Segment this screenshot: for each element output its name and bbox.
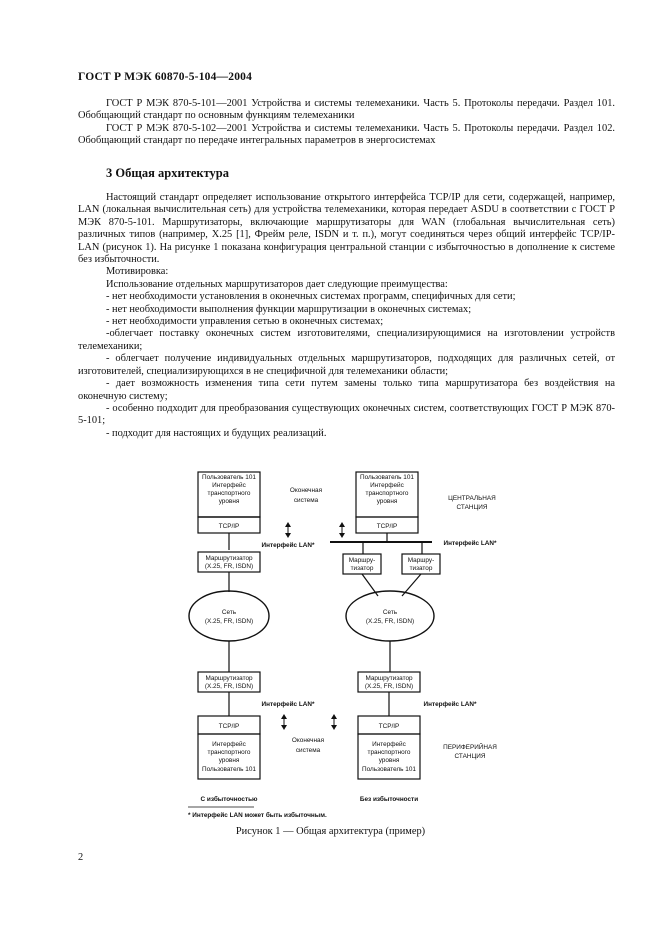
left-network-ellipse	[188, 590, 270, 642]
end-system-label: система	[296, 747, 321, 754]
lan-interface-label: Интерфейс LAN*	[262, 541, 315, 549]
lan-interface-label: Интерфейс LAN*	[424, 700, 477, 708]
interface-label: Интерфейс	[370, 481, 404, 489]
references: ГОСТ Р МЭК 870-5-101—2001 Устройства и с…	[78, 98, 615, 148]
document-header: ГОСТ Р МЭК 60870-5-104—2004	[78, 71, 253, 83]
interface-label: уровня	[219, 498, 240, 505]
router-label: тизатор	[410, 565, 433, 572]
end-system-label: Оконечная	[292, 737, 325, 744]
tcpip-label: TCP/IP	[219, 523, 240, 530]
peripheral-station-label: СТАНЦИЯ	[455, 753, 486, 760]
router-label: Маршрутизатор	[205, 675, 253, 682]
advantage-item: - дает возможность изменения типа сети п…	[78, 378, 615, 402]
interface-label: транспортного	[366, 490, 409, 497]
router-label: Маршрутизатор	[365, 675, 413, 682]
section-body: Настоящий стандарт определяет использова…	[78, 192, 615, 440]
right-network-ellipse	[345, 590, 435, 642]
interface-label: транспортного	[368, 749, 411, 756]
user-label: Пользователь 101	[362, 766, 416, 773]
router-label: тизатор	[351, 565, 374, 572]
central-station-label: СТАНЦИЯ	[457, 504, 488, 511]
user-label: Пользователь 101	[202, 474, 256, 481]
page-number: 2	[78, 852, 84, 863]
tcpip-label: TCP/IP	[379, 723, 400, 730]
router-label: (X.25, FR, ISDN)	[205, 563, 253, 570]
router-label: Маршру-	[408, 557, 434, 564]
advantage-item: -облегчает поставку оконечных систем изг…	[78, 328, 615, 352]
end-system-label: Оконечная	[290, 487, 323, 494]
lan-interface-label: Интерфейс LAN*	[262, 700, 315, 708]
interface-label: уровня	[379, 757, 400, 764]
advantages-intro: Использование отдельных маршрутизаторов …	[106, 278, 448, 290]
intro-paragraph: Настоящий стандарт определяет использова…	[78, 192, 615, 266]
interface-label: Интерфейс	[372, 740, 406, 748]
interface-label: уровня	[377, 498, 398, 505]
router-label: (X.25, FR, ISDN)	[205, 683, 253, 690]
reference-item: ГОСТ Р МЭК 870-5-101—2001 Устройства и с…	[78, 98, 615, 122]
advantage-item: - нет необходимости выполнения функции м…	[106, 303, 472, 315]
figure-footnote: * Интерфейс LAN может быть избыточным.	[188, 811, 327, 819]
figure-caption: Рисунок 1 — Общая архитектура (пример)	[235, 826, 426, 837]
with-redundancy-label: С избыточностью	[201, 795, 259, 803]
advantage-item: - нет необходимости управления сетью в о…	[106, 316, 384, 328]
advantage-item: - нет необходимости установления в оконе…	[106, 291, 516, 303]
network-label: (X.25, FR, ISDN)	[366, 618, 414, 625]
peripheral-station-label: ПЕРИФЕРИЙНАЯ	[443, 742, 497, 751]
interface-label: Интерфейс	[212, 740, 246, 748]
advantage-item: - подходит для настоящих и будущих реали…	[106, 427, 327, 439]
user-label: Пользователь 101	[360, 474, 414, 481]
router-label: (X.25, FR, ISDN)	[365, 683, 413, 690]
advantage-item: - облегчает получение индивидуальных отд…	[78, 353, 615, 377]
interface-label: уровня	[219, 757, 240, 764]
interface-label: транспортного	[208, 490, 251, 497]
router-label: Маршру-	[349, 557, 375, 564]
interface-label: Интерфейс	[212, 481, 246, 489]
tcpip-label: TCP/IP	[377, 523, 398, 530]
tcpip-label: TCP/IP	[219, 723, 240, 730]
central-station-label: ЦЕНТРАЛЬНАЯ	[448, 495, 496, 502]
network-label: (X.25, FR, ISDN)	[205, 618, 253, 625]
end-system-label: система	[294, 497, 319, 504]
section-title: 3 Общая архитектура	[106, 166, 230, 180]
architecture-diagram: Пользователь 101 Интерфейс транспортного…	[188, 471, 497, 819]
interface-label: транспортного	[208, 749, 251, 756]
without-redundancy-label: Без избыточности	[360, 795, 418, 803]
reference-item: ГОСТ Р МЭК 870-5-102—2001 Устройства и с…	[78, 122, 615, 147]
motivation-label: Мотивировка:	[106, 266, 169, 278]
architecture-figure: Пользователь 101 Интерфейс транспортного…	[180, 466, 520, 846]
advantage-item: - особенно подходит для преобразования с…	[78, 402, 615, 427]
router-label: Маршрутизатор	[205, 555, 253, 562]
network-label: Сеть	[383, 609, 398, 616]
lan-interface-label: Интерфейс LAN*	[444, 539, 497, 547]
network-label: Сеть	[222, 609, 237, 616]
user-label: Пользователь 101	[202, 766, 256, 773]
